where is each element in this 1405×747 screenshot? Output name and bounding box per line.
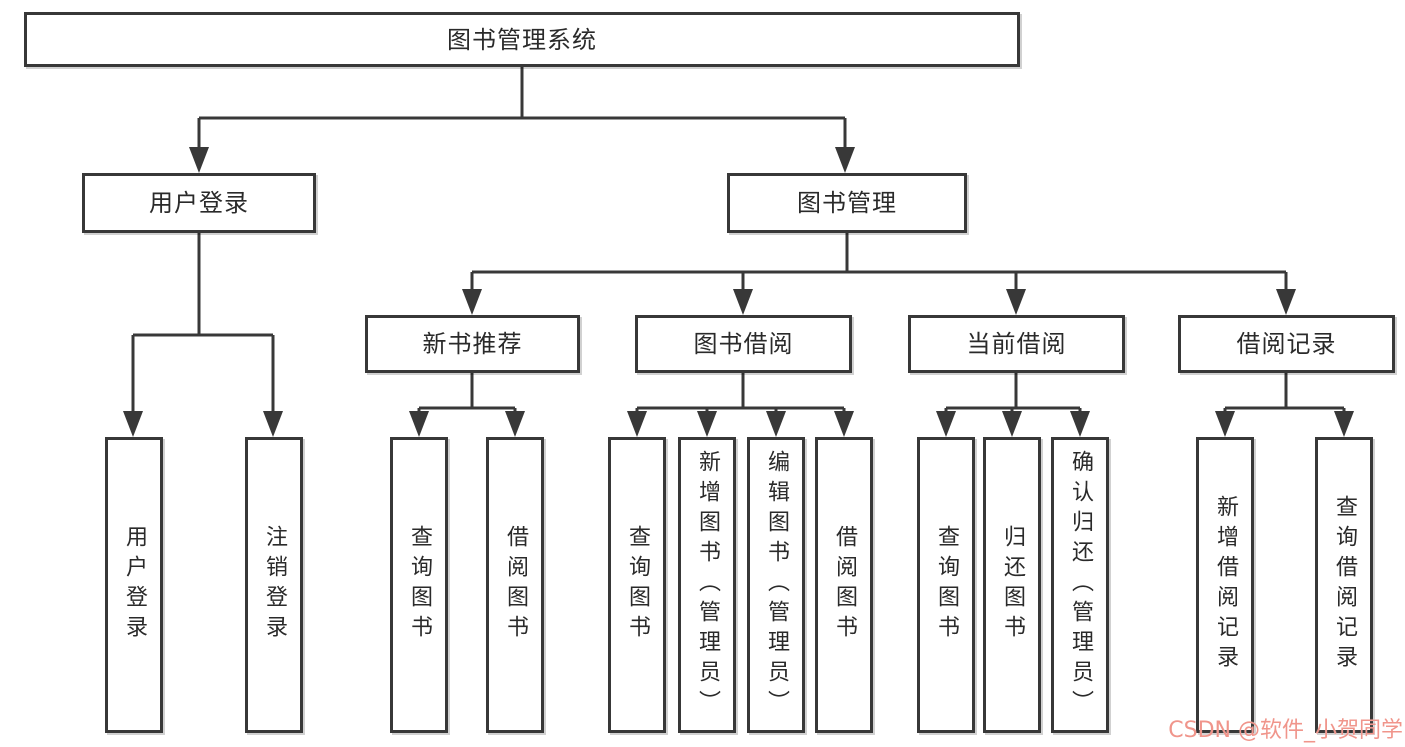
node-query-books: 查询图书	[917, 437, 975, 733]
node-label: 用户登录	[149, 189, 249, 217]
node-new-book-recommend: 新书推荐	[365, 315, 580, 373]
node-label: 新增图书（管理员）	[695, 450, 720, 720]
node-borrow-books: 借阅图书	[815, 437, 873, 733]
node-label: 归还图书	[1000, 525, 1025, 645]
arrowhead	[1070, 411, 1090, 437]
csdn-watermark: CSDN @软件_小贺同学	[1168, 718, 1403, 743]
arrowhead	[1006, 289, 1026, 315]
arrowheads	[123, 147, 1354, 437]
node-label: 查询图书	[625, 525, 650, 645]
arrowhead	[189, 147, 209, 173]
arrowhead	[1002, 411, 1022, 437]
arrowhead	[409, 411, 429, 437]
arrowhead	[834, 411, 854, 437]
node-label: 图书管理	[797, 189, 897, 217]
node-label: 新增借阅记录	[1213, 495, 1238, 675]
node-label: 注销登录	[262, 525, 287, 645]
node-label: 查询图书	[934, 525, 959, 645]
node-query-books: 查询图书	[390, 437, 448, 733]
arrowhead	[462, 289, 482, 315]
node-label: 借阅图书	[832, 525, 857, 645]
node-library-system: 图书管理系统	[24, 12, 1020, 67]
arrowhead	[123, 411, 143, 437]
arrowhead	[1334, 411, 1354, 437]
arrowhead	[627, 411, 647, 437]
node-query-books: 查询图书	[608, 437, 666, 733]
node-label: 查询借阅记录	[1332, 495, 1357, 675]
node-label: 借阅记录	[1236, 330, 1337, 358]
node-label: 借阅图书	[503, 525, 528, 645]
node-label: 图书管理系统	[447, 25, 597, 54]
node-borrowing-records: 借阅记录	[1178, 315, 1395, 373]
node-query-borrow-record: 查询借阅记录	[1315, 437, 1373, 733]
node-add-borrow-record: 新增借阅记录	[1196, 437, 1254, 733]
node-current-borrowing: 当前借阅	[908, 315, 1125, 373]
arrowhead	[835, 147, 855, 173]
node-user-login-leaf: 用户登录	[105, 437, 163, 733]
arrowhead	[936, 411, 956, 437]
arrowhead	[505, 411, 525, 437]
node-user-login: 用户登录	[82, 173, 316, 233]
arrowhead	[766, 411, 786, 437]
node-label: 当前借阅	[966, 330, 1067, 358]
node-return-books: 归还图书	[983, 437, 1041, 733]
node-label: 用户登录	[122, 525, 147, 645]
node-logout-leaf: 注销登录	[245, 437, 303, 733]
node-label: 编辑图书（管理员）	[764, 450, 789, 720]
arrowhead	[733, 289, 753, 315]
node-add-book-admin: 新增图书（管理员）	[678, 437, 736, 733]
node-label: 图书借阅	[693, 330, 794, 358]
node-label: 查询图书	[407, 525, 432, 645]
node-book-borrowing: 图书借阅	[635, 315, 852, 373]
arrowhead	[697, 411, 717, 437]
node-label: 确认归还（管理员）	[1068, 450, 1093, 720]
arrowhead	[263, 411, 283, 437]
arrowhead	[1276, 289, 1296, 315]
node-borrow-books: 借阅图书	[486, 437, 544, 733]
node-confirm-return-admin: 确认归还（管理员）	[1051, 437, 1109, 733]
node-edit-book-admin: 编辑图书（管理员）	[747, 437, 805, 733]
node-book-management: 图书管理	[727, 173, 967, 233]
node-label: 新书推荐	[422, 330, 523, 358]
arrowhead	[1215, 411, 1235, 437]
